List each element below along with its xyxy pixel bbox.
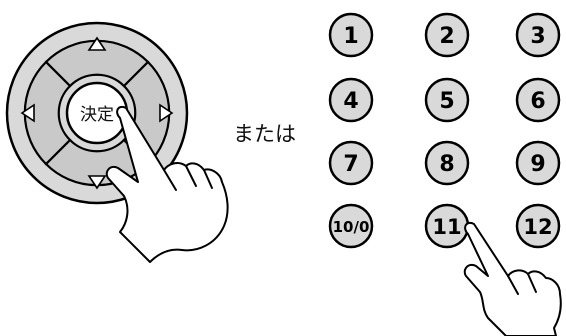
key-12-label: 12 xyxy=(523,215,552,239)
key-8-label: 8 xyxy=(439,152,454,177)
arrow-right-icon xyxy=(159,103,174,123)
key-7[interactable]: 7 xyxy=(328,140,374,186)
key-9-label: 9 xyxy=(530,152,545,177)
key-11[interactable]: 11 xyxy=(424,203,470,249)
dpad: 決定 xyxy=(5,21,189,205)
key-4[interactable]: 4 xyxy=(328,77,374,123)
pointing-hand-icon xyxy=(463,222,562,336)
arrow-up-icon xyxy=(87,36,107,51)
key-3-label: 3 xyxy=(530,24,545,49)
key-3[interactable]: 3 xyxy=(515,12,561,58)
key-6-label: 6 xyxy=(530,89,545,114)
key-2[interactable]: 2 xyxy=(424,12,470,58)
key-12[interactable]: 12 xyxy=(515,203,561,249)
key-1[interactable]: 1 xyxy=(328,12,374,58)
enter-button-label: 決定 xyxy=(80,105,114,125)
arrow-left-icon xyxy=(20,103,35,123)
key-6[interactable]: 6 xyxy=(515,77,561,123)
key-4-label: 4 xyxy=(343,89,358,114)
key-1-label: 1 xyxy=(343,24,358,49)
dpad-left-segment[interactable] xyxy=(23,60,72,166)
pointing-hand-icon xyxy=(105,106,229,263)
arrow-down-icon xyxy=(87,175,107,190)
key-8[interactable]: 8 xyxy=(424,140,470,186)
dpad-up-segment[interactable] xyxy=(44,39,150,88)
key-9[interactable]: 9 xyxy=(515,140,561,186)
key-11-label: 11 xyxy=(432,215,461,239)
key-2-label: 2 xyxy=(439,24,454,49)
key-10-0[interactable]: 10/0 xyxy=(328,203,374,249)
key-10-0-label: 10/0 xyxy=(333,218,370,236)
key-5-label: 5 xyxy=(439,89,454,114)
key-5[interactable]: 5 xyxy=(424,77,470,123)
key-7-label: 7 xyxy=(343,152,358,177)
connector-label: または xyxy=(233,122,296,146)
keypad: 1 2 3 4 5 6 7 8 xyxy=(328,12,561,249)
